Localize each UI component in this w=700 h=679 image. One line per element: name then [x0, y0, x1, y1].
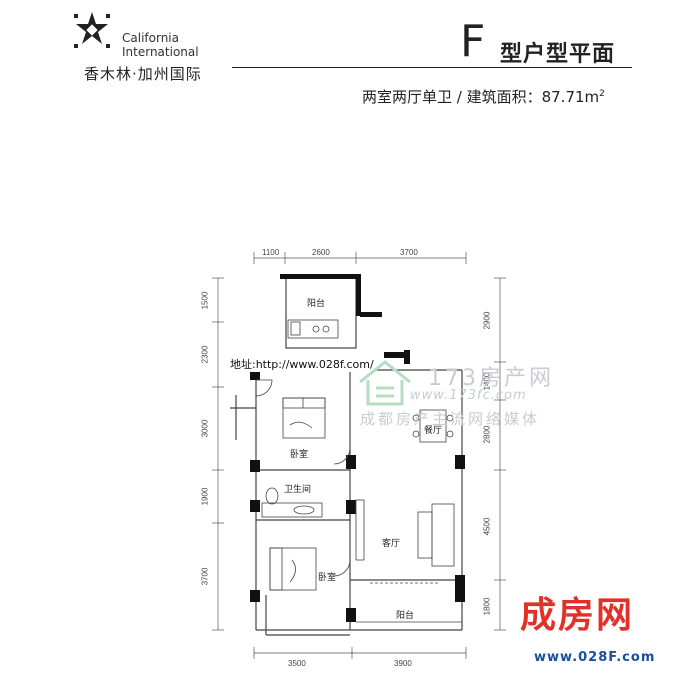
page-title: 型户型平面	[500, 42, 616, 67]
dim-right-4: 4500	[482, 517, 492, 536]
room-dining: 餐厅	[424, 426, 443, 436]
unit-subtitle: 两室两厅单卫 / 建筑面积：87.71m2	[362, 86, 605, 107]
dim-left-4: 1900	[200, 487, 210, 506]
star-logo-icon	[74, 12, 110, 48]
unit-layout-text: 两室两厅单卫 / 建筑面积：	[362, 88, 542, 106]
unit-area-superscript: 2	[599, 89, 605, 99]
watermark-173: 173房产网	[428, 366, 554, 391]
room-bedroom-1: 卧室	[290, 450, 309, 460]
room-bathroom: 卫生间	[284, 485, 312, 495]
dim-bottom-2: 3900	[394, 659, 412, 668]
dim-top-3: 3700	[400, 248, 418, 257]
dim-top-2: 2600	[312, 248, 330, 257]
dim-left-3: 3000	[200, 419, 210, 438]
room-bedroom-2: 卧室	[318, 573, 337, 583]
room-balcony-bottom: 阳台	[396, 611, 415, 621]
dim-bottom-1: 3500	[288, 659, 306, 668]
watermark-173-url: www.173fc.com	[410, 388, 527, 403]
dim-right-5: 1800	[482, 597, 492, 616]
brand-url: www.028F.com	[534, 650, 656, 665]
watermark-url: 地址:http://www.028f.com/	[228, 356, 376, 372]
dim-right-1: 2900	[482, 311, 492, 330]
logo-english: California International	[122, 31, 199, 59]
brand-logo-text: 成房网	[520, 595, 635, 636]
house-watermark-icon	[359, 360, 411, 406]
logo-en-line1: California	[122, 31, 179, 45]
unit-area-value: 87.71m	[541, 88, 600, 106]
header-rule	[232, 67, 632, 68]
dimension-lines	[212, 252, 506, 659]
room-living: 客厅	[382, 539, 401, 549]
walls	[230, 274, 465, 636]
logo: California International 香木林·加州国际	[70, 10, 230, 83]
unit-type-letter: F	[460, 16, 486, 67]
room-balcony-top: 阳台	[307, 299, 326, 309]
dim-top-1: 1100	[262, 248, 280, 257]
watermark-media: 成都房产主流网络媒体	[360, 410, 541, 428]
dim-left-1: 1500	[200, 291, 210, 310]
logo-chinese: 香木林·加州国际	[84, 65, 202, 83]
logo-en-line2: International	[122, 45, 199, 59]
dim-left-2: 2300	[200, 345, 210, 364]
fixtures	[255, 319, 462, 623]
dim-left-5: 3700	[200, 567, 210, 586]
